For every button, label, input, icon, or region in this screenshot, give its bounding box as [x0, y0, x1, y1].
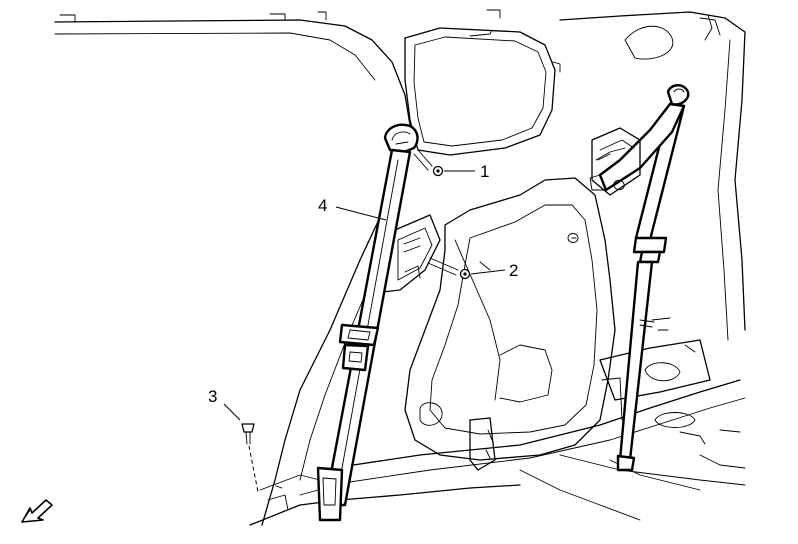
leader-lines: [223, 170, 506, 421]
right-seat-belt: [589, 84, 690, 472]
callout-3: 3: [208, 387, 217, 406]
bolt-3: [241, 423, 259, 493]
callout-1: 1: [480, 162, 489, 181]
callout-4: 4: [318, 196, 327, 215]
bolt-2: [427, 257, 471, 280]
cargo-floor: [249, 339, 746, 526]
callout-2: 2: [509, 261, 518, 280]
body-structure: [54, 9, 746, 341]
rear-quarter-trim-panel: [404, 177, 616, 461]
view-direction-arrow-icon: [21, 499, 53, 523]
bolt-1: [413, 149, 444, 177]
left-seat-belt: [299, 123, 419, 522]
